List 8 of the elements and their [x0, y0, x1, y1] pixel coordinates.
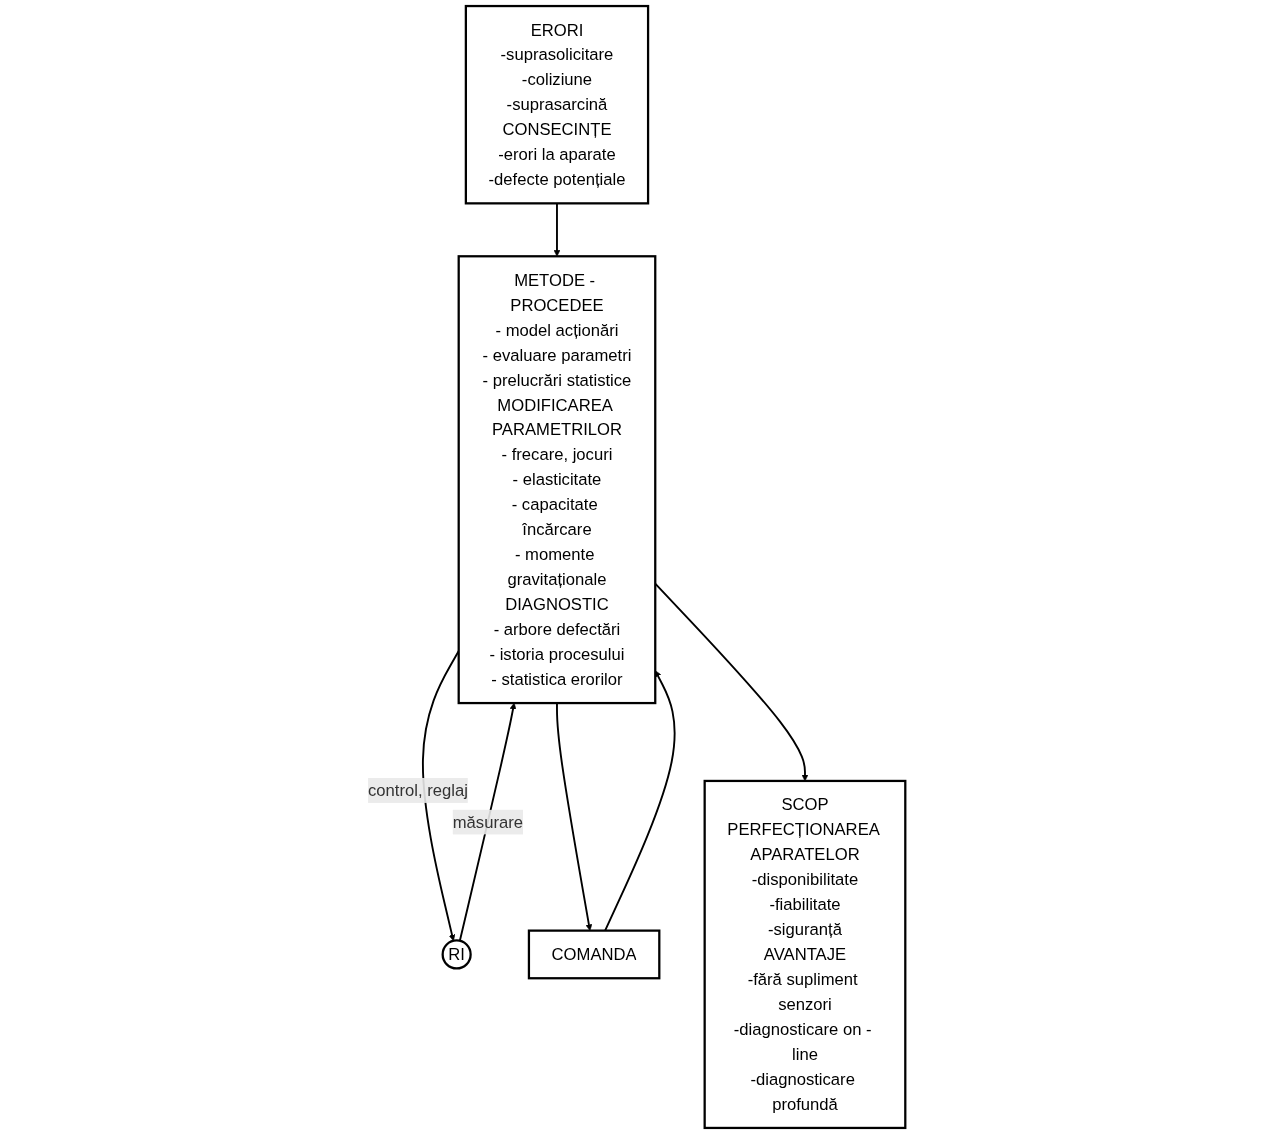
- node-circle: RI: [441, 939, 473, 970]
- node-box: ERORI -suprasolicitare -coliziune -suprasarcină CONSECINȚE -erori la aparate -defecte potențiale: [465, 4, 650, 205]
- node-box: SCOP PERFECȚIONAREA APARATELOR -disponibilitate -fiabilitate -siguranță AVANTAJE -fără supliment senzori -diagnosticare on - line -diagnosticare profundă: [703, 779, 907, 1130]
- edge-label: control, reglaj: [368, 780, 469, 800]
- node-box: COMANDA: [528, 929, 661, 980]
- edge-label: măsurare: [453, 812, 524, 832]
- node-box: METODE - PROCEDEE - model acționări - evaluare parametri - prelucrări statistice MODIFICAREA PARAMETRILOR - frecare, jocuri - elasticitate - capacitate încărcare - momente gravitaționale DIAGNOSTIC - arbore defectări - istoria procesului - statistica erorilor: [457, 255, 657, 705]
- arrow: [422, 650, 460, 942]
